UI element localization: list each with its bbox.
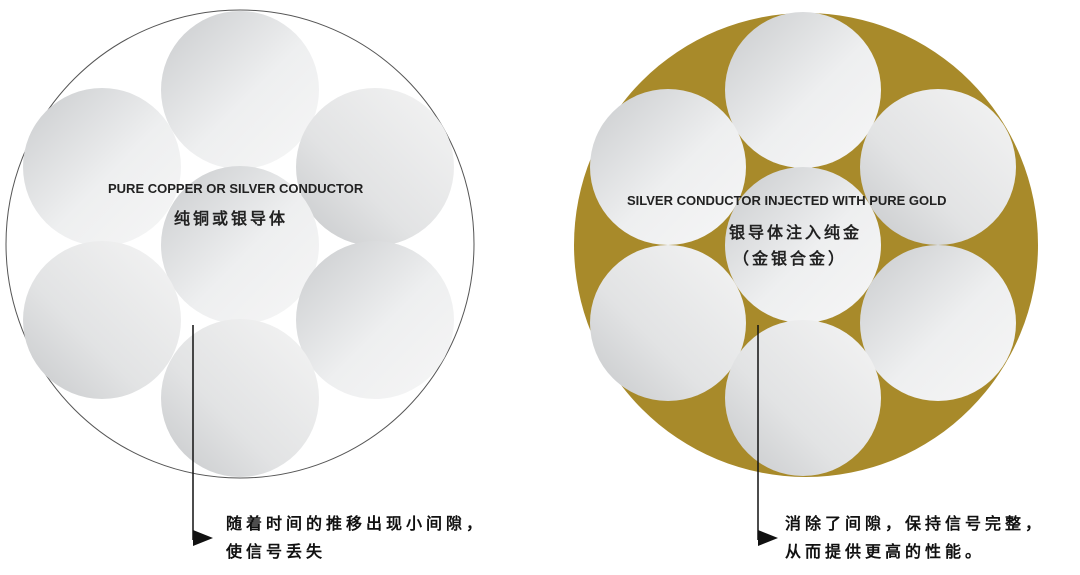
strand <box>860 245 1016 401</box>
strand <box>590 245 746 401</box>
strand <box>161 319 319 477</box>
right-cable <box>574 12 1038 546</box>
right-title-zh: 银导体注入纯金 <box>729 223 863 242</box>
right-note-line2: 从而提供更高的性能。 <box>785 542 986 561</box>
left-title-zh: 纯铜或银导体 <box>174 209 289 228</box>
right-title-en: SILVER CONDUCTOR INJECTED WITH PURE GOLD <box>627 193 947 208</box>
right-title-zh-alloy: （金银合金） <box>733 249 848 268</box>
right-note-line1: 消除了间隙，保持信号完整， <box>785 514 1046 533</box>
strand <box>161 11 319 169</box>
left-note-line1: 随着时间的推移出现小间隙， <box>226 514 487 533</box>
strand <box>590 89 746 245</box>
strand <box>725 167 881 323</box>
strand <box>23 241 181 399</box>
strand <box>725 320 881 476</box>
strand <box>23 88 181 246</box>
left-title-en: PURE COPPER OR SILVER CONDUCTOR <box>108 181 364 196</box>
strand <box>725 12 881 168</box>
left-cable <box>5 9 475 546</box>
strand <box>296 88 454 246</box>
pointer-arrow <box>193 530 213 546</box>
left-note-line2: 使信号丢失 <box>226 542 327 561</box>
strand <box>860 89 1016 245</box>
pointer-arrow <box>758 530 778 546</box>
strand <box>161 166 319 324</box>
strand <box>296 241 454 399</box>
